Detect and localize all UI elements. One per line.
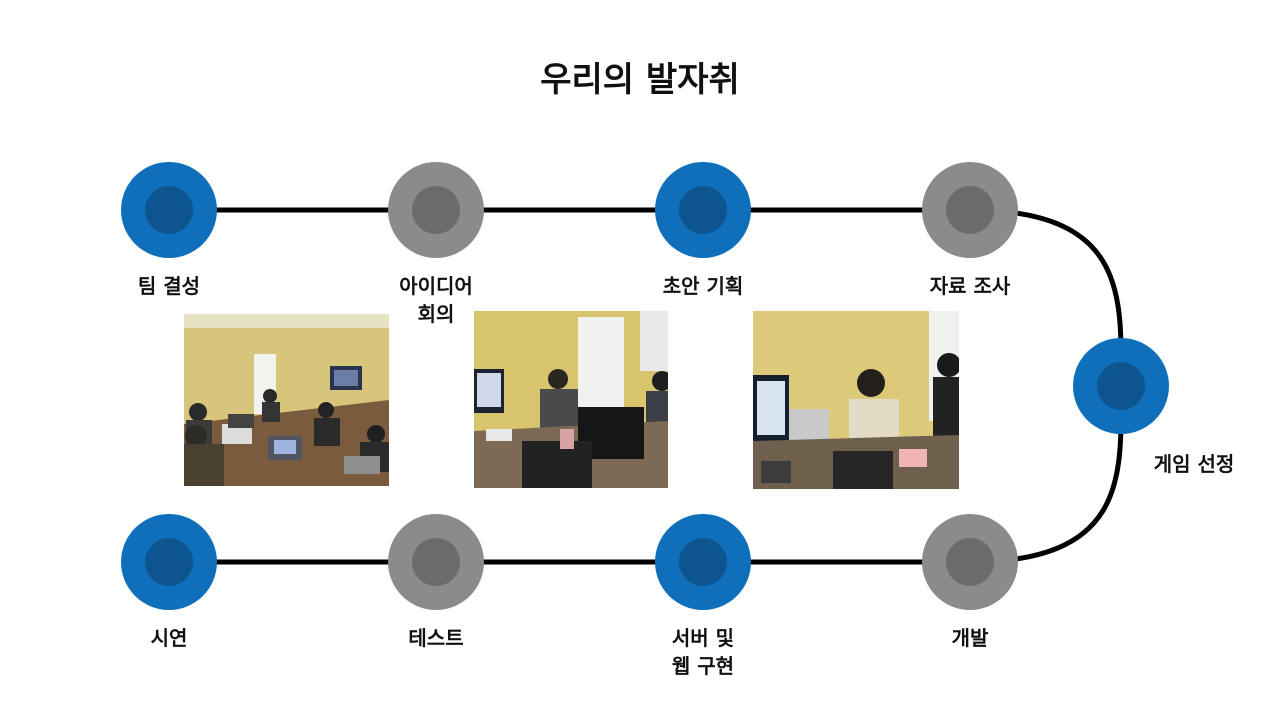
milestone-idea-meeting-node <box>388 162 484 258</box>
team-meeting-photo-2 <box>474 311 668 488</box>
milestone-team-formation-node <box>121 162 217 258</box>
milestone-demo-node <box>121 514 217 610</box>
milestone-demo-label: 시연 <box>150 626 188 650</box>
milestone-research-label: 자료 조사 <box>929 274 1011 298</box>
milestone-test-node <box>388 514 484 610</box>
milestone-development-label: 개발 <box>951 626 989 650</box>
team-meeting-photo-1 <box>184 314 389 486</box>
milestone-draft-plan-node <box>655 162 751 258</box>
milestone-development-node <box>922 514 1018 610</box>
milestone-draft-plan-label: 초안 기획 <box>662 274 744 298</box>
page-title: 우리의 발자취 <box>540 60 740 100</box>
milestone-game-selection-node <box>1073 338 1169 434</box>
milestone-test-label: 테스트 <box>408 626 464 650</box>
team-meeting-photo-3 <box>753 311 959 489</box>
milestone-team-formation-label: 팀 결성 <box>137 274 201 298</box>
milestone-research-node <box>922 162 1018 258</box>
milestone-idea-meeting-label: 아이디어 회의 <box>399 274 473 326</box>
milestone-game-selection-label: 게임 선정 <box>1153 452 1235 476</box>
milestone-server-web-node <box>655 514 751 610</box>
milestone-server-web-label: 서버 및 웹 구현 <box>671 626 735 678</box>
